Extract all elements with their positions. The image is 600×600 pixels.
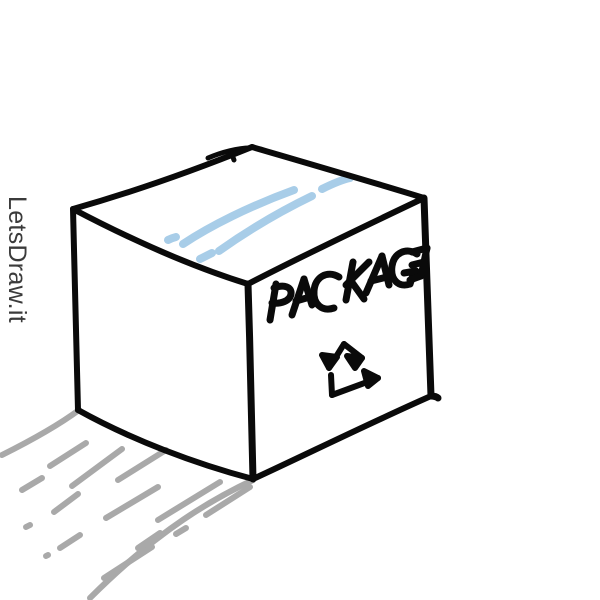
tape-stroke-upper <box>179 186 298 248</box>
tape-stroke-lower-dash-a <box>196 249 216 263</box>
box-edge-vertical-right <box>420 194 435 400</box>
box-edge-vertical-front <box>244 280 257 483</box>
tape-stroke-lower <box>215 192 316 255</box>
box-edge-bottom-right <box>250 393 434 482</box>
box-edge-top-back-right <box>249 144 427 201</box>
tape-stroke-upper-2 <box>164 233 180 244</box>
watermark-letsdraw: LetsDraw.it <box>3 196 31 323</box>
box-edge-bottom-left <box>75 407 256 482</box>
box-edge-top-front-right <box>245 195 427 287</box>
tape-group <box>164 174 354 263</box>
box-edge-top-front-left <box>70 206 251 287</box>
shadow-hatching <box>19 440 253 581</box>
box-edge-vertical-left <box>70 206 81 413</box>
shadow-outline-top <box>0 407 82 458</box>
recycle-symbol-group <box>319 341 381 398</box>
box-outline-group <box>70 144 442 483</box>
shadow-group <box>0 407 256 600</box>
box-edge-top-back-left <box>70 144 255 212</box>
package-text-group <box>266 244 431 324</box>
tape-stroke-lower-dash-b <box>318 174 354 193</box>
